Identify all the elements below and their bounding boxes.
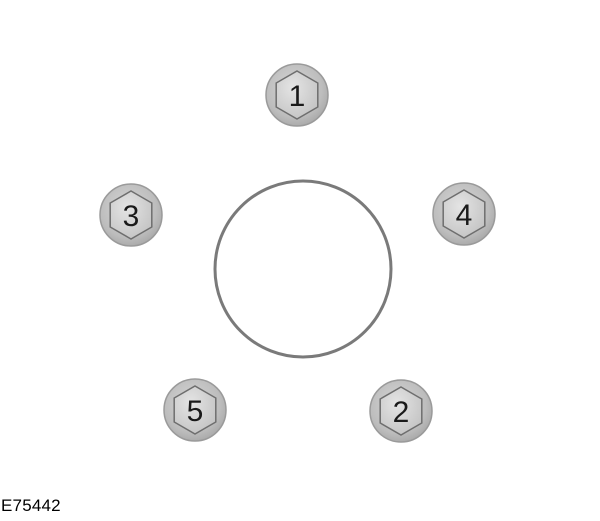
bolt-3-label: 3 [123,200,140,233]
bolt-1: 1 [265,63,329,127]
bolt-hex-head [109,190,153,240]
bolt-1-label: 1 [289,80,306,113]
bolt-hex-head [442,189,486,239]
bolt-5: 5 [163,378,227,442]
bolt-hex-head [379,386,423,436]
bolt-4-label: 4 [456,199,473,232]
bolt-hex-head [275,70,319,120]
bolt-hex-head [173,385,217,435]
figure-reference-code: E75442 [1,496,61,515]
center-hub-circle [213,179,393,359]
bolt-2: 2 [369,379,433,443]
bolt-3: 3 [99,183,163,247]
bolt-4: 4 [432,182,496,246]
bolt-2-label: 2 [393,396,410,429]
bolt-5-label: 5 [187,395,204,428]
